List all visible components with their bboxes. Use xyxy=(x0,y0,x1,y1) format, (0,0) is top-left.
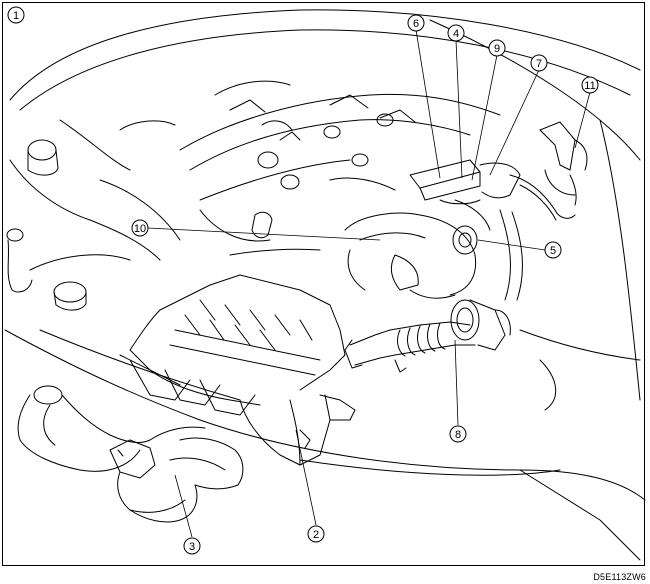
engine-block xyxy=(119,80,501,256)
callout-circle-4 xyxy=(447,24,465,42)
throttle-body-area xyxy=(329,121,588,301)
callout-number-4: 4 xyxy=(453,28,459,40)
callout-1: 1 xyxy=(7,6,25,24)
callout-4: 4 xyxy=(447,24,465,42)
callout-circle-3 xyxy=(183,537,201,555)
callout-circle-5 xyxy=(544,241,562,259)
callout-10: 10 xyxy=(131,219,149,237)
callout-markers: 1 2 3 4 5 6 7 8 9 10 11 xyxy=(7,6,599,555)
callout-number-7: 7 xyxy=(536,58,542,70)
callout-8: 8 xyxy=(449,425,467,443)
callout-circle-10 xyxy=(131,219,149,237)
body-outline xyxy=(4,9,646,561)
callout-number-10: 10 xyxy=(134,223,146,235)
callout-number-8: 8 xyxy=(455,429,461,441)
diagram-frame xyxy=(2,2,645,566)
callout-9: 9 xyxy=(488,39,506,57)
callout-circle-7 xyxy=(530,54,548,72)
callout-2: 2 xyxy=(307,525,325,543)
callout-number-6: 6 xyxy=(413,18,419,30)
callout-number-1: 1 xyxy=(13,10,19,22)
callout-6: 6 xyxy=(407,14,425,32)
callout-number-11: 11 xyxy=(584,80,595,92)
callout-3: 3 xyxy=(183,537,201,555)
callout-circle-9 xyxy=(488,39,506,57)
callout-circle-11 xyxy=(581,76,599,94)
air-duct-resonator xyxy=(17,385,244,523)
air-intake-hose xyxy=(344,299,511,373)
callout-circle-1 xyxy=(7,6,25,24)
callout-number-9: 9 xyxy=(494,43,500,55)
leader-lines xyxy=(147,29,591,538)
air-cleaner-box xyxy=(119,274,356,466)
left-side-components xyxy=(6,119,181,311)
callout-circle-2 xyxy=(307,525,325,543)
callout-7: 7 xyxy=(530,54,548,72)
figure-code: D5E113ZW6 xyxy=(593,572,646,582)
callout-11: 11 xyxy=(581,76,599,94)
callout-circle-6 xyxy=(407,14,425,32)
callout-number-3: 3 xyxy=(189,541,195,553)
callout-circle-8 xyxy=(449,425,467,443)
callout-5: 5 xyxy=(544,241,562,259)
callout-number-2: 2 xyxy=(313,529,319,541)
callout-number-5: 5 xyxy=(550,245,556,257)
